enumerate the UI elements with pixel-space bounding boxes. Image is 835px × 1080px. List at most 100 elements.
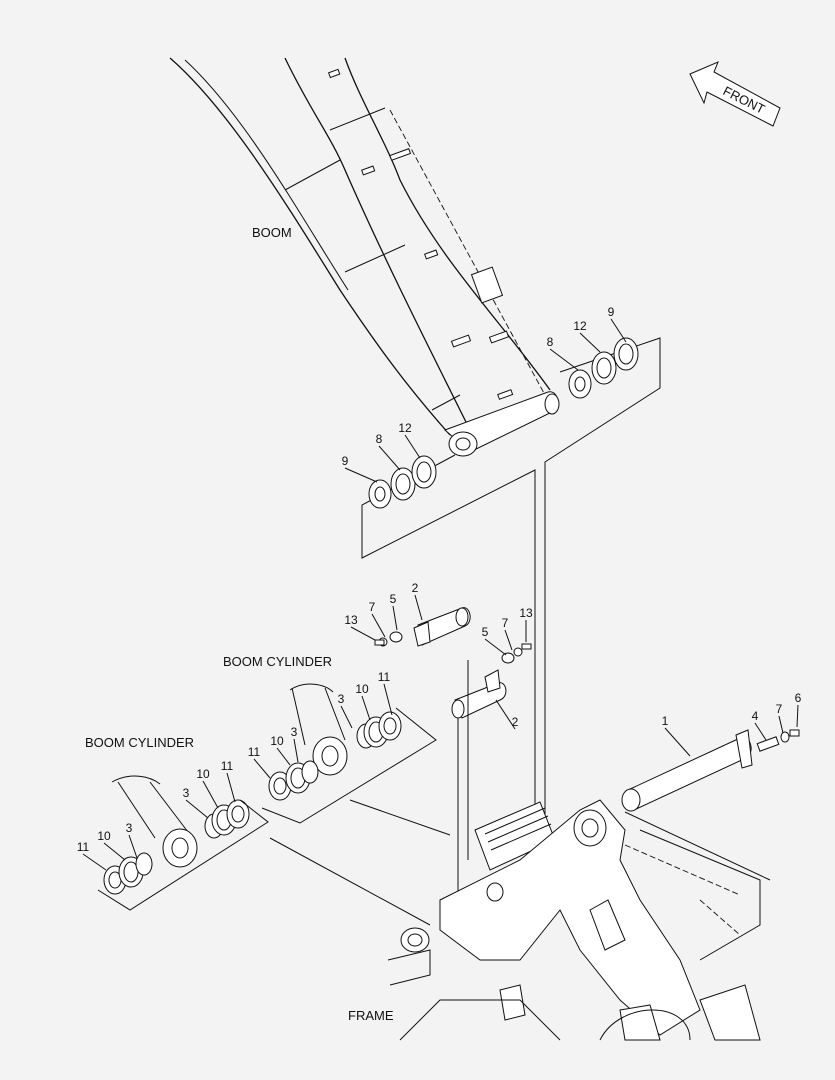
callout-c-8-top: 8 <box>547 335 579 371</box>
callout-c-12-left: 12 <box>398 421 421 459</box>
boom-cylinder-lower-washers-left <box>103 799 451 926</box>
callout-c-3-ll: 3 <box>126 821 138 859</box>
callout-c-3-l: 3 <box>183 786 209 819</box>
callout-number: 8 <box>547 335 554 349</box>
callout-number: 7 <box>776 702 783 716</box>
callout-number: 2 <box>512 715 519 729</box>
callout-number: 7 <box>502 616 509 630</box>
upper-frame: FRAME <box>348 799 761 1041</box>
leader-line <box>754 722 767 741</box>
callout-c-10-l: 10 <box>196 767 219 809</box>
leader-line <box>226 772 236 803</box>
callout-c-8-left: 8 <box>376 432 401 471</box>
callout-c-1: 1 <box>662 714 691 757</box>
callout-c-11-l: 11 <box>221 759 236 803</box>
leader-line <box>253 758 271 779</box>
leader-line <box>202 780 219 809</box>
callout-number: 11 <box>378 670 391 684</box>
leader-line <box>414 594 423 621</box>
callout-c-13-b: 13 <box>519 606 533 642</box>
leader-line <box>778 715 784 734</box>
leader-line <box>340 705 353 729</box>
callout-number: 11 <box>221 759 234 773</box>
leader-line <box>344 467 378 483</box>
leader-line <box>504 629 513 651</box>
callout-number: 2 <box>412 581 419 595</box>
callout-number: 1 <box>662 714 669 728</box>
callout-c-3-m: 3 <box>291 725 299 763</box>
callout-c-7-a: 7 <box>369 600 386 638</box>
callout-c-10-u: 10 <box>355 682 371 721</box>
callout-number: 4 <box>752 709 759 723</box>
callout-number: 7 <box>369 600 376 614</box>
callout-c-13-a: 13 <box>344 613 376 641</box>
callout-c-6: 6 <box>795 691 802 728</box>
leader-line <box>293 738 299 763</box>
leader-line <box>796 704 799 728</box>
callout-c-7-c: 7 <box>776 702 784 734</box>
leader-line <box>378 445 401 471</box>
callout-number: 8 <box>376 432 383 446</box>
callout-c-4: 4 <box>752 709 767 741</box>
boom-cylinder-upper-washers-left <box>268 760 319 801</box>
boom-cylinder-upper-label: BOOM CYLINDER <box>223 654 332 669</box>
leader-line <box>549 348 579 371</box>
callout-c-9-top: 9 <box>608 305 627 343</box>
front-arrow-icon: FRONT <box>689 61 781 127</box>
boom-cylinder-pin-upper <box>374 607 471 647</box>
boom-assembly: BOOM <box>169 57 560 457</box>
boom-label: BOOM <box>252 225 292 240</box>
boom-cylinder-lower-label: BOOM CYLINDER <box>85 735 194 750</box>
callout-c-3-u: 3 <box>338 692 353 729</box>
callout-number: 3 <box>126 821 133 835</box>
callout-number: 12 <box>573 319 587 333</box>
callout-number: 6 <box>795 691 802 705</box>
callout-number: 11 <box>77 840 90 854</box>
leader-line <box>128 834 138 859</box>
callout-number: 11 <box>248 745 261 759</box>
leader-line <box>371 613 386 638</box>
boom-cylinder-pin-lower <box>451 643 532 905</box>
callout-number: 12 <box>398 421 412 435</box>
leader-line <box>392 605 398 631</box>
callout-number: 10 <box>196 767 210 781</box>
callout-c-12-top: 12 <box>573 319 601 353</box>
callout-c-10-ll: 10 <box>97 829 126 861</box>
callout-c-9-left: 9 <box>342 454 378 483</box>
boom-cylinder-lower: BOOM CYLINDER <box>85 735 269 911</box>
callout-number: 13 <box>519 606 533 620</box>
leader-line <box>610 318 627 343</box>
boom-foot-pin <box>621 729 800 881</box>
callout-c-10-m: 10 <box>270 734 291 766</box>
callout-number: 10 <box>355 682 369 696</box>
boom-washer-group-left <box>361 454 536 860</box>
callout-number: 9 <box>342 454 349 468</box>
frame-label: FRAME <box>348 1008 394 1023</box>
leader-line <box>664 727 691 757</box>
callout-number: 9 <box>608 305 615 319</box>
callout-c-11-u: 11 <box>378 670 393 716</box>
callout-number: 13 <box>344 613 358 627</box>
leader-line <box>579 332 601 353</box>
leader-line <box>361 695 371 721</box>
leader-line <box>350 626 376 641</box>
callout-number: 5 <box>482 625 489 639</box>
leader-line <box>103 842 126 861</box>
callout-c-2-b: 2 <box>495 699 519 730</box>
leader-line <box>484 638 507 656</box>
callout-c-7-b: 7 <box>502 616 513 651</box>
leader-line <box>404 434 421 459</box>
leader-line <box>276 747 291 766</box>
callout-number: 3 <box>183 786 190 800</box>
callout-c-5-a: 5 <box>390 592 398 631</box>
leader-line <box>495 699 516 730</box>
callout-number: 10 <box>270 734 284 748</box>
callout-number: 3 <box>291 725 298 739</box>
boom-cylinder-upper: BOOM CYLINDER <box>223 654 437 824</box>
callout-number: 5 <box>390 592 397 606</box>
callout-c-5-b: 5 <box>482 625 507 656</box>
callout-c-2-a: 2 <box>412 581 423 621</box>
